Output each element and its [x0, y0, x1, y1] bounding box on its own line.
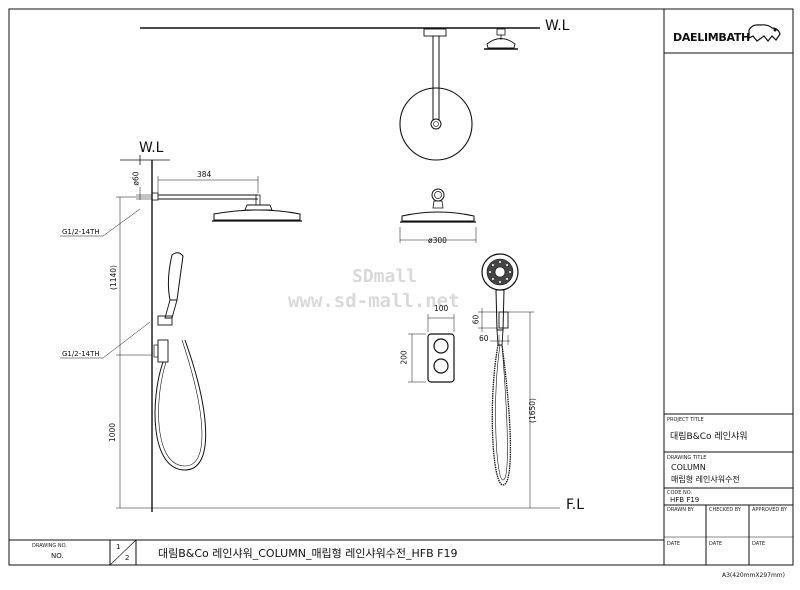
logo-box: [663, 8, 794, 54]
dim-head-dia: ø300: [428, 236, 447, 245]
drawing-no-label: DRAWING NO.: [32, 543, 67, 549]
label-thread-upper: G1/2-14TH: [62, 228, 100, 236]
code-label: CODE NO.: [667, 490, 693, 496]
watermark-line1: SDmall: [352, 266, 418, 287]
rain-head-side: [244, 204, 273, 211]
hose-side: [154, 339, 207, 471]
drawing-title-label: DRAWING TITLE: [667, 455, 707, 461]
drawing-title-2: 매립형 레인샤워수전: [671, 475, 740, 484]
label-wl-top: W.L: [545, 18, 570, 34]
paper-size: A3(420mmX297mm): [722, 572, 785, 579]
dim-height-upper: (1140): [108, 265, 118, 290]
dim-holder-w: 60: [479, 334, 489, 343]
sheet-number: 1: [116, 543, 121, 551]
valve-knob-lower: [433, 358, 449, 374]
watermark-line2: www.sd-mall.net: [288, 290, 460, 312]
side-view: [60, 155, 560, 512]
dim-arm-length: 384: [197, 170, 212, 179]
project-title: 대림B&Co 레인샤워: [670, 432, 748, 442]
valve-side: [157, 339, 169, 363]
dim-holder-h: 60: [471, 314, 481, 325]
drawn-by-label: DRAWN BY: [667, 507, 694, 513]
hand-shower-side: [167, 252, 184, 301]
bear-logo-icon: [748, 24, 781, 42]
date-label-3: DATE: [752, 541, 766, 547]
top-view: [140, 27, 540, 161]
dim-height-lower: 1000: [108, 422, 118, 443]
valve-knob-upper: [433, 338, 449, 354]
sheet-total: 2: [125, 554, 130, 562]
valve-front: [408, 314, 455, 383]
project-title-label: PROJECT TITLE: [667, 417, 704, 423]
drawing-no: NO.: [51, 552, 64, 560]
dim-valve-width: 100: [434, 304, 449, 313]
date-label-2: DATE: [709, 541, 723, 547]
hand-shower-front: [478, 253, 534, 508]
label-wl-left: W.L: [139, 140, 164, 156]
dim-hand-height: (1650): [527, 398, 537, 423]
drawing-title-footer: 대림B&Co 레인샤워_COLUMN_매립형 레인샤워수전_HFB F19: [158, 547, 458, 560]
approved-by-label: APPROVED BY: [752, 507, 788, 513]
front-view-head: [399, 188, 477, 243]
label-thread-lower: G1/2-14TH: [62, 350, 100, 358]
sheet-border: [8, 8, 794, 566]
dim-pipe-dia: ø60: [131, 171, 141, 186]
label-fl: F.L: [566, 497, 585, 513]
rain-head-top: [399, 87, 473, 161]
brand-logo-text: DAELIMBATH: [673, 31, 750, 44]
checked-by-label: CHECKED BY: [709, 507, 741, 513]
date-label-1: DATE: [667, 541, 681, 547]
code-value: HFB F19: [670, 496, 700, 504]
drawing-title-1: COLUMN: [671, 463, 706, 472]
dim-valve-height: 200: [399, 350, 409, 365]
